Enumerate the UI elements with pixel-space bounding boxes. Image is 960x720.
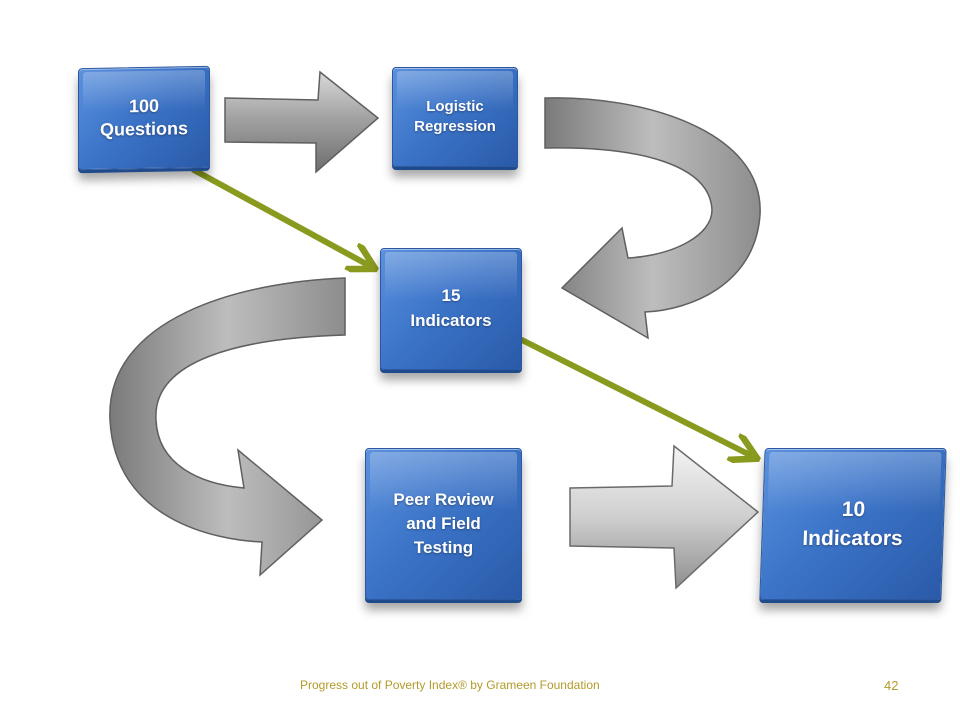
green-arrow-100-to-15: [191, 167, 370, 266]
curved-arrow-15-to-peer-review: [109, 277, 346, 577]
node-10-indicators-label: 10 Indicators: [801, 497, 904, 550]
footer-text: Progress out of Poverty Index® by Gramee…: [300, 678, 600, 692]
node-logistic-regression-label: Logistic Regression: [414, 97, 496, 135]
node-15-indicators-label: 15 Indicators: [410, 286, 492, 330]
slide-number: 42: [884, 678, 899, 693]
node-100-questions: 100 Questions: [78, 65, 210, 171]
node-peer-review: Peer Review and Field Testing: [365, 448, 522, 600]
node-100-questions-label: 100 Questions: [99, 95, 188, 140]
node-15-indicators: 15 Indicators: [380, 248, 522, 370]
curved-arrow-regression-to-15: [544, 97, 761, 340]
green-arrow-15-to-10: [519, 337, 752, 456]
node-10-indicators: 10 Indicators: [759, 448, 947, 600]
arrow-questions-to-regression: [224, 70, 380, 174]
node-logistic-regression: Logistic Regression: [392, 67, 518, 167]
node-peer-review-label: Peer Review and Field Testing: [393, 490, 494, 557]
arrow-peer-review-to-10: [569, 444, 760, 590]
